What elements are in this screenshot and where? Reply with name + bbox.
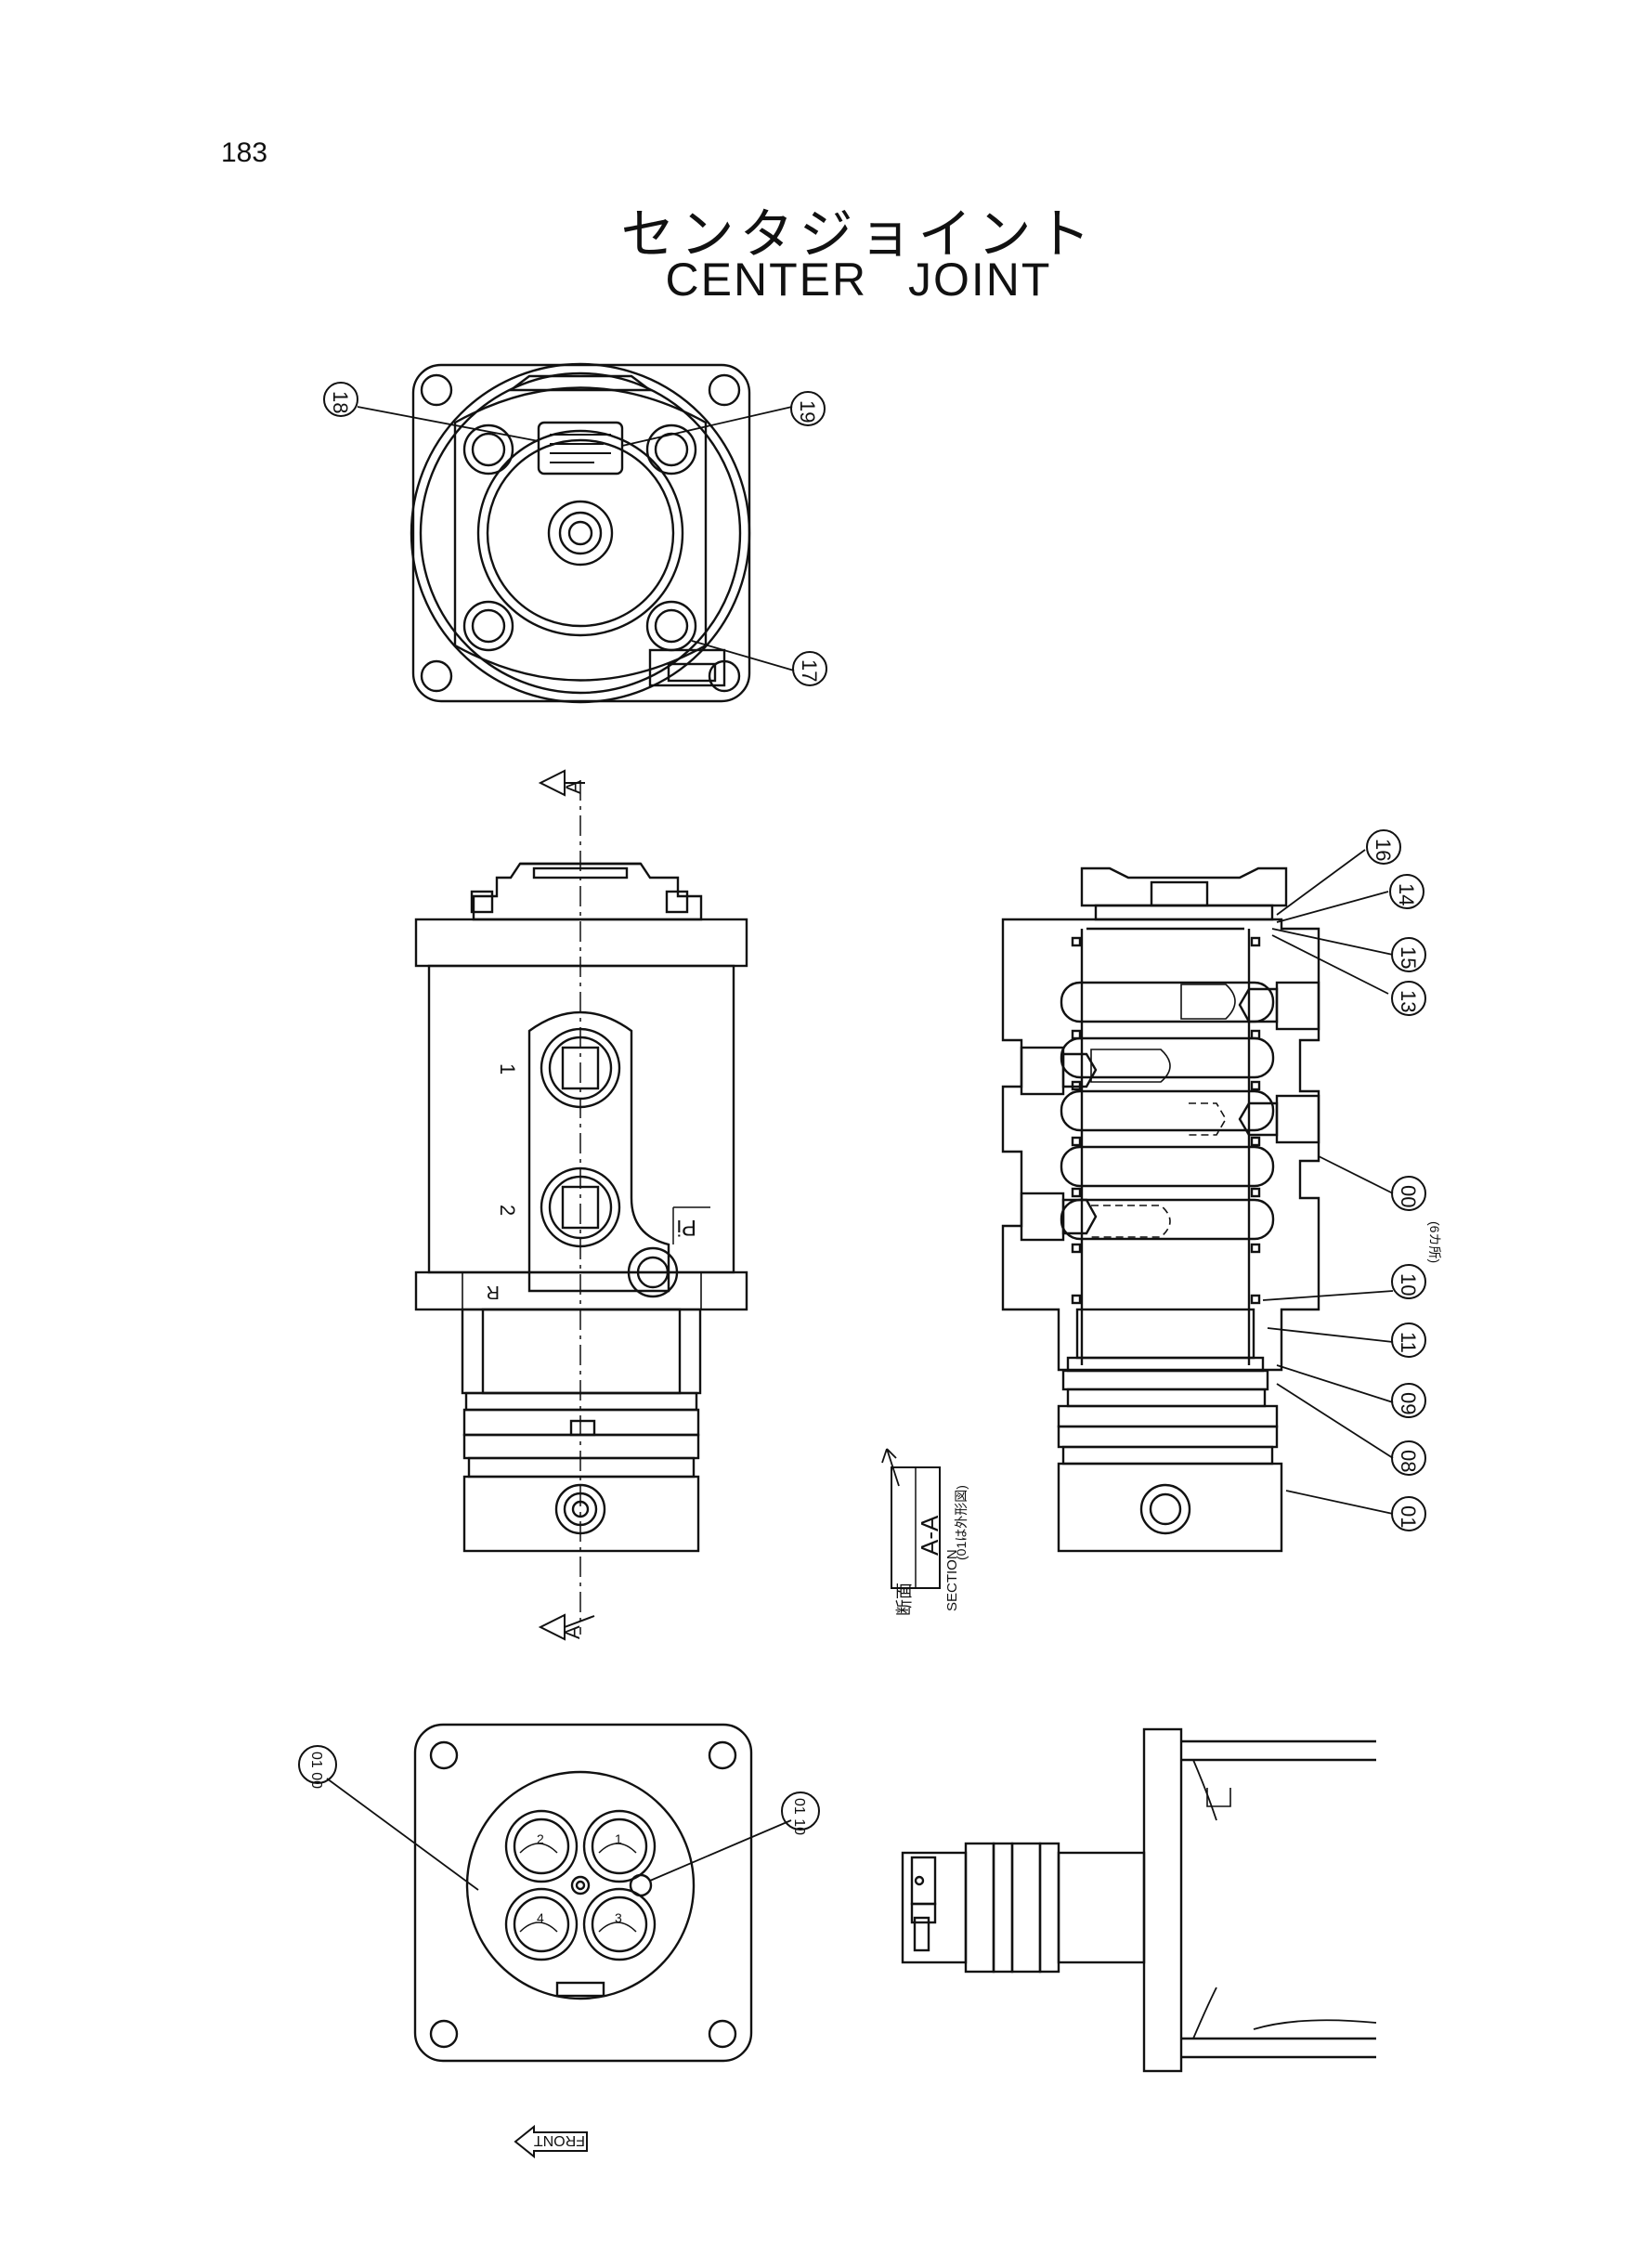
section-arrow-bottom-label: A (561, 1625, 584, 1639)
side-view (901, 1727, 1377, 2073)
title-english: CENTER JOINT (665, 254, 1052, 306)
front-arrow: FRONT (514, 2124, 588, 2159)
port-label-pi: Pi (677, 1215, 696, 1240)
callout-10: 10 (1397, 1273, 1420, 1296)
callout-15: 15 (1397, 946, 1420, 969)
callout-10-note: (6カ所) (1427, 1221, 1442, 1263)
callout-13: 13 (1397, 990, 1420, 1012)
port-label-2: 2 (496, 1205, 519, 1216)
callout-19: 19 (796, 400, 819, 423)
section-box-en: SECTION (944, 1549, 960, 1611)
bottom-port-2: 2 (537, 1831, 544, 1846)
callout-00: 00 (1397, 1185, 1420, 1207)
bottom-port-1: 1 (615, 1831, 622, 1846)
section-box-note: (01は外形図) (954, 1485, 969, 1560)
section-view: 16 14 15 13 00 10 (6カ所) 11 09 08 01 (1001, 829, 1442, 1553)
top-view: 18 19 17 (323, 362, 827, 704)
section-box-id: A-A (916, 1515, 943, 1556)
front-arrow-label: FRONT (534, 2132, 585, 2148)
title-japanese: センタジョイント (620, 202, 1097, 266)
page-number: 183 (221, 137, 268, 168)
section-label-box: 断面 A-A SECTION (01は外形図) (881, 1448, 969, 1616)
front-view: A A 1 2 Pi R (414, 769, 748, 1641)
port-label-r: R (487, 1282, 500, 1302)
bottom-port-4: 4 (537, 1910, 544, 1925)
callout-bottom-right: 01 10 (791, 1798, 807, 1835)
callout-11: 11 (1397, 1332, 1420, 1353)
callout-08: 08 (1397, 1450, 1420, 1472)
callout-14: 14 (1395, 883, 1418, 905)
section-box-jp: 断面 (895, 1583, 914, 1616)
callout-09: 09 (1397, 1392, 1420, 1414)
callout-01: 01 (1397, 1505, 1420, 1528)
section-arrow-top-label: A (562, 780, 585, 794)
callout-bottom-left: 01 00 (308, 1752, 324, 1789)
bottom-port-3: 3 (615, 1910, 622, 1925)
callout-18: 18 (329, 391, 352, 413)
bottom-view: 1 2 3 4 01 00 01 10 (298, 1723, 820, 2063)
port-label-1: 1 (496, 1063, 519, 1075)
callout-16: 16 (1372, 839, 1395, 861)
callout-17: 17 (798, 659, 821, 682)
